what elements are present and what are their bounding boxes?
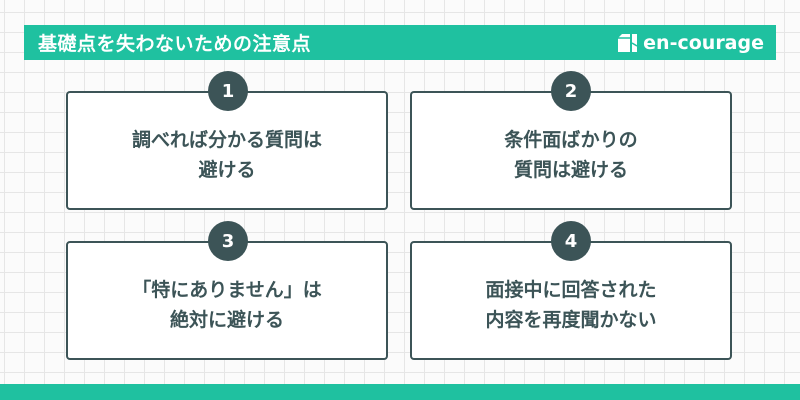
- number-badge-4: 4: [551, 221, 591, 261]
- number-badge-1: 1: [208, 71, 248, 111]
- brand-name: en-courage: [643, 31, 764, 54]
- tip-card-1: 調べれば分かる質問は 避ける: [66, 91, 388, 210]
- brand-logo: en-courage: [617, 32, 764, 54]
- number-badge-2: 2: [551, 71, 591, 111]
- tip-text: 調べれば分かる質問は 避ける: [131, 128, 322, 181]
- number-badge-3: 3: [208, 221, 248, 261]
- tip-text: 条件面ばかりの 質問は避ける: [504, 128, 638, 181]
- page-title: 基礎点を失わないための注意点: [38, 33, 312, 55]
- tip-text: 「特にありません」は 絶対に避ける: [132, 278, 322, 331]
- book-icon: [617, 33, 639, 53]
- header-bar: 基礎点を失わないための注意点 en-courage: [24, 25, 776, 60]
- tip-text: 面接中に回答された 内容を再度聞かない: [485, 278, 657, 331]
- footer-bar: [0, 384, 800, 400]
